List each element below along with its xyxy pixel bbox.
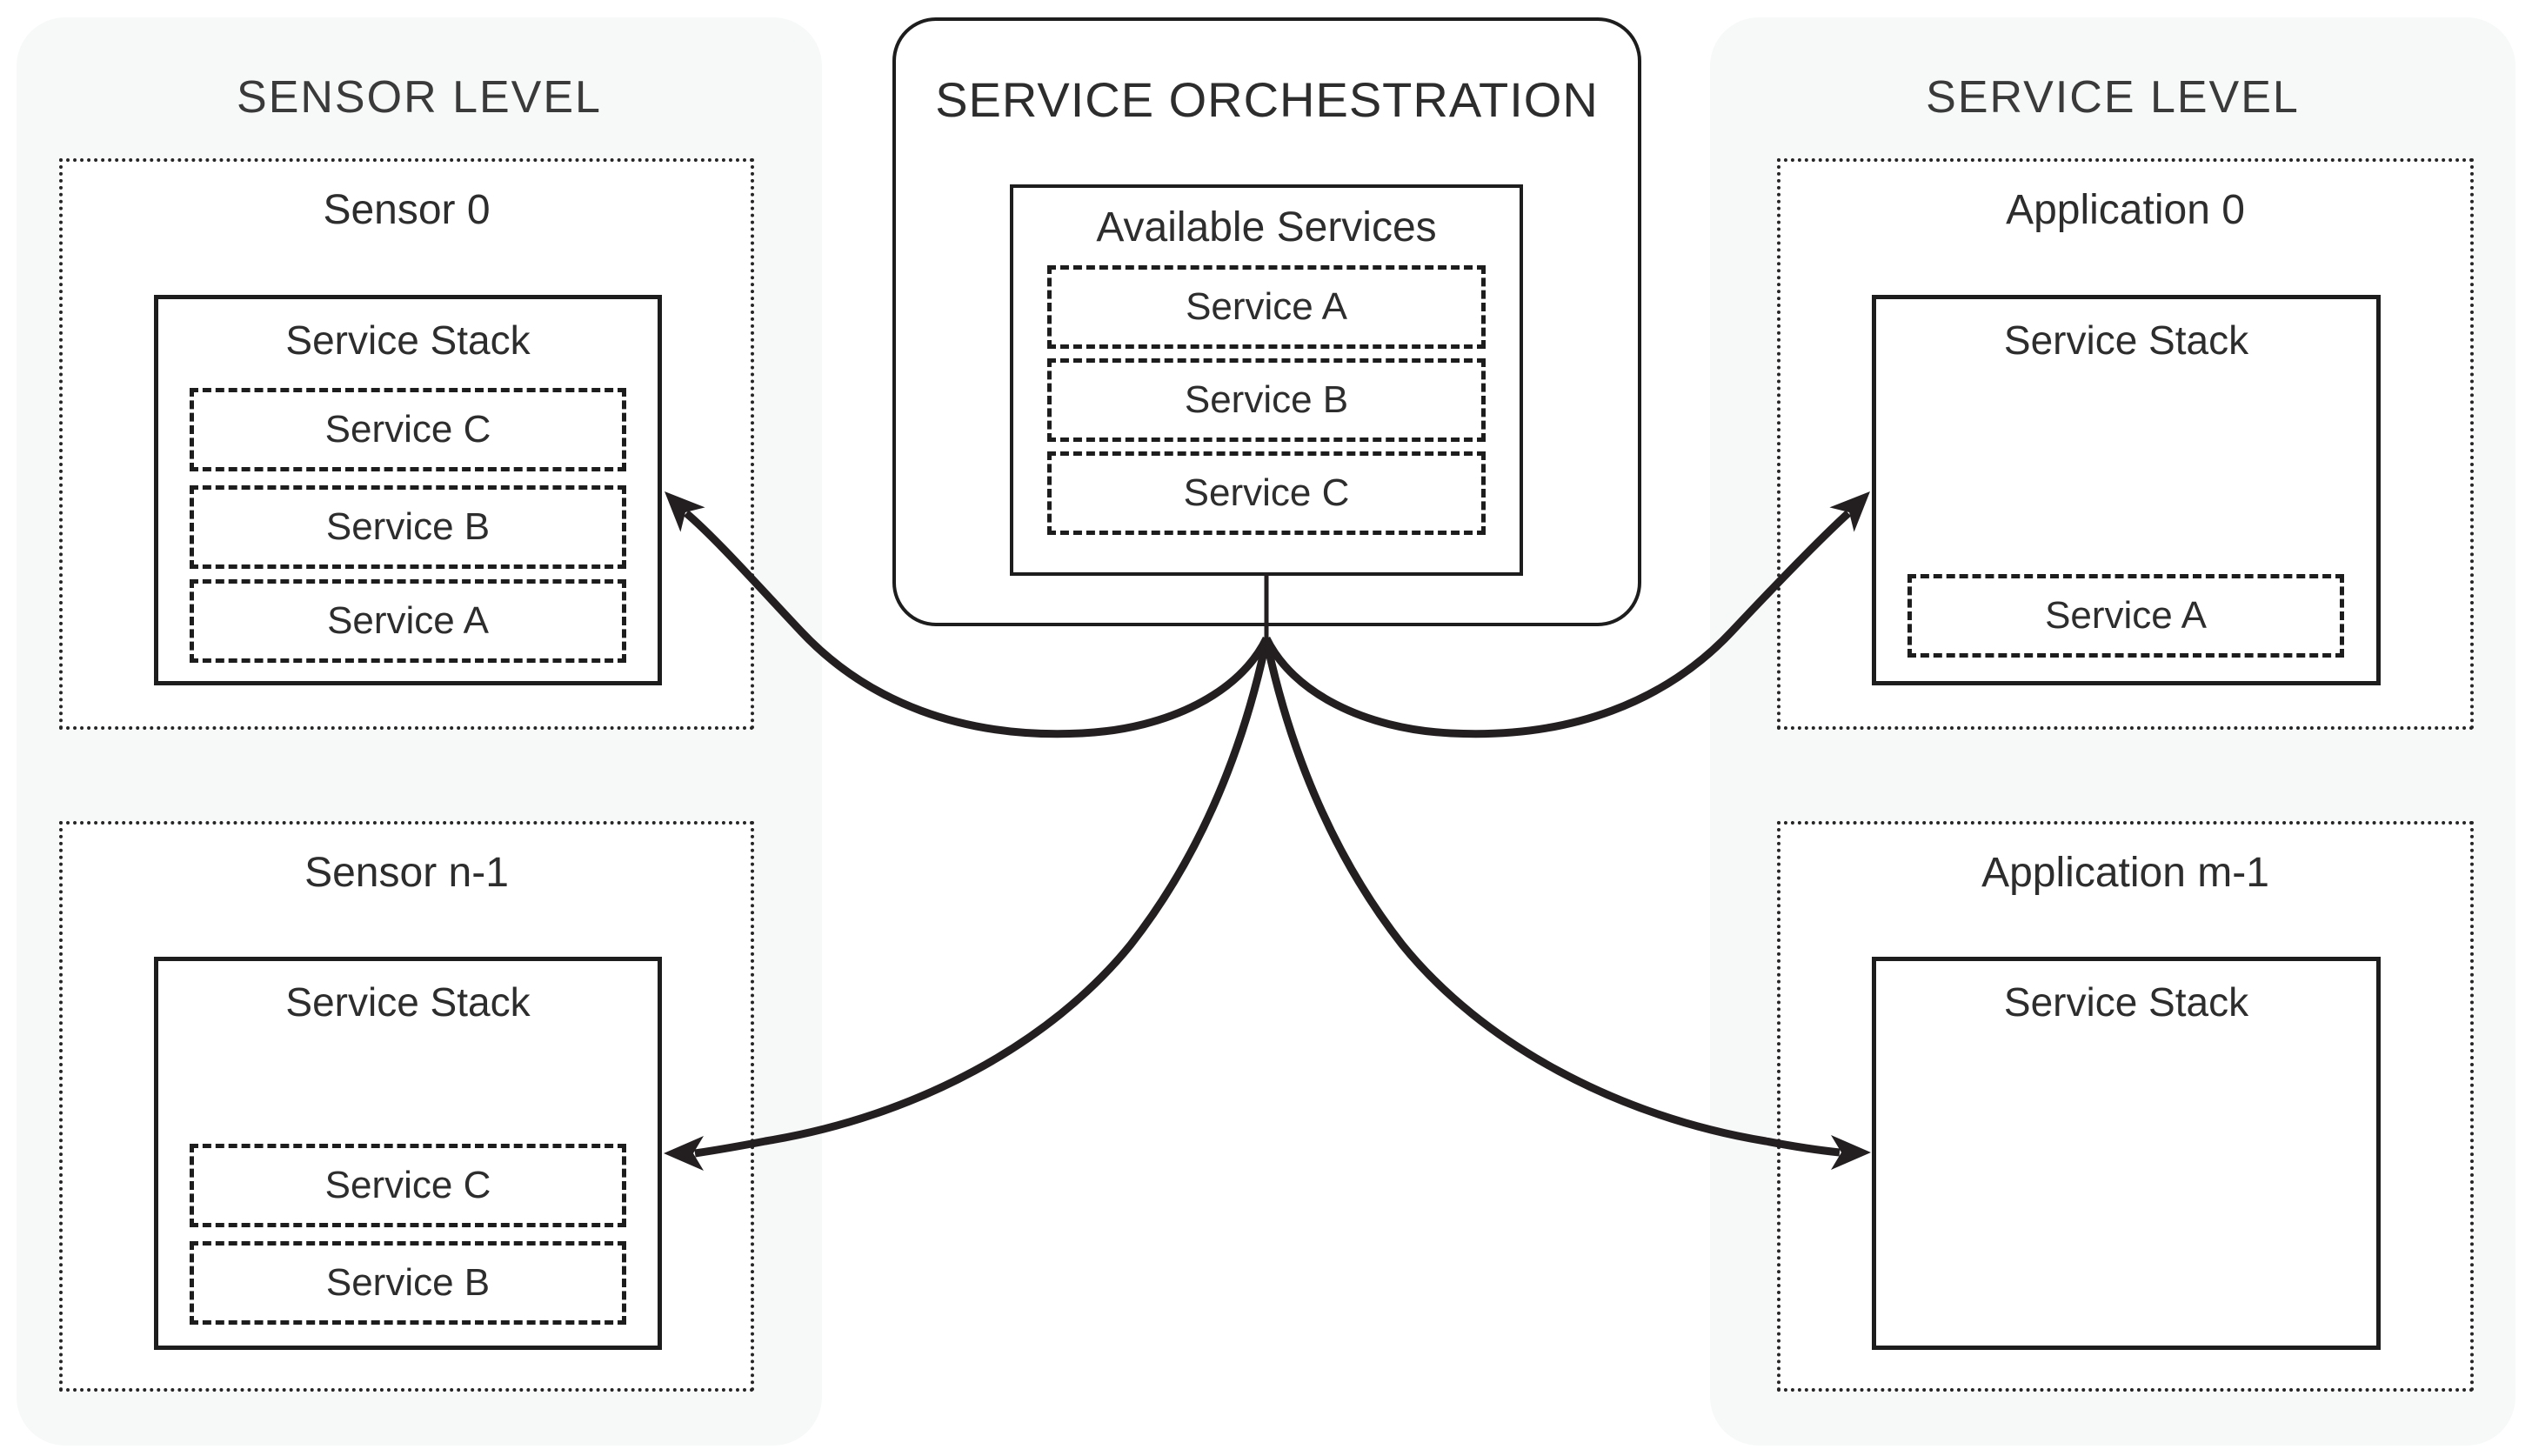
application0-title: Application 0: [2006, 187, 2245, 233]
sensor-n1-service-stack: Service Stack Service C Service B: [154, 957, 662, 1350]
application0-stack-title: Service Stack: [2003, 317, 2249, 363]
sensor-n1-service-c: Service C: [190, 1144, 626, 1227]
sensor-n1-stack-title: Service Stack: [285, 979, 531, 1025]
sensor0-service-b: Service B: [190, 485, 626, 569]
available-service-b: Service B: [1047, 358, 1486, 442]
available-service-c: Service C: [1047, 451, 1486, 535]
application0-service-a: Service A: [1907, 574, 2344, 658]
sensor-n1-title: Sensor n-1: [304, 850, 509, 896]
sensor-n1-service-b: Service B: [190, 1241, 626, 1325]
sensor0-service-c: Service C: [190, 388, 626, 471]
sensor0-service-stack: Service Stack Service C Service B Servic…: [154, 295, 662, 685]
service-orchestration-box: SERVICE ORCHESTRATION Available Services…: [892, 17, 1641, 626]
service-level-title: SERVICE LEVEL: [1926, 72, 2300, 123]
sensor0-box: Sensor 0 Service Stack Service C Service…: [59, 158, 754, 730]
application-m1-stack-title: Service Stack: [2003, 979, 2249, 1025]
sensor-n1-box: Sensor n-1 Service Stack Service C Servi…: [59, 821, 754, 1392]
sensor-level-title: SENSOR LEVEL: [237, 72, 602, 123]
available-service-a: Service A: [1047, 265, 1486, 349]
application-m1-title: Application m-1: [1981, 850, 2269, 896]
sensor0-service-a: Service A: [190, 579, 626, 663]
application-m1-box: Application m-1 Service Stack: [1777, 821, 2474, 1392]
sensor0-title: Sensor 0: [323, 187, 491, 233]
available-services-title: Available Services: [1096, 204, 1437, 250]
available-services-box: Available Services Service A Service B S…: [1010, 184, 1523, 576]
application-m1-service-stack: Service Stack: [1872, 957, 2381, 1350]
application0-box: Application 0 Service Stack Service A: [1777, 158, 2474, 730]
application0-service-stack: Service Stack Service A: [1872, 295, 2381, 685]
service-orchestration-title: SERVICE ORCHESTRATION: [935, 72, 1599, 127]
sensor0-stack-title: Service Stack: [285, 317, 531, 363]
